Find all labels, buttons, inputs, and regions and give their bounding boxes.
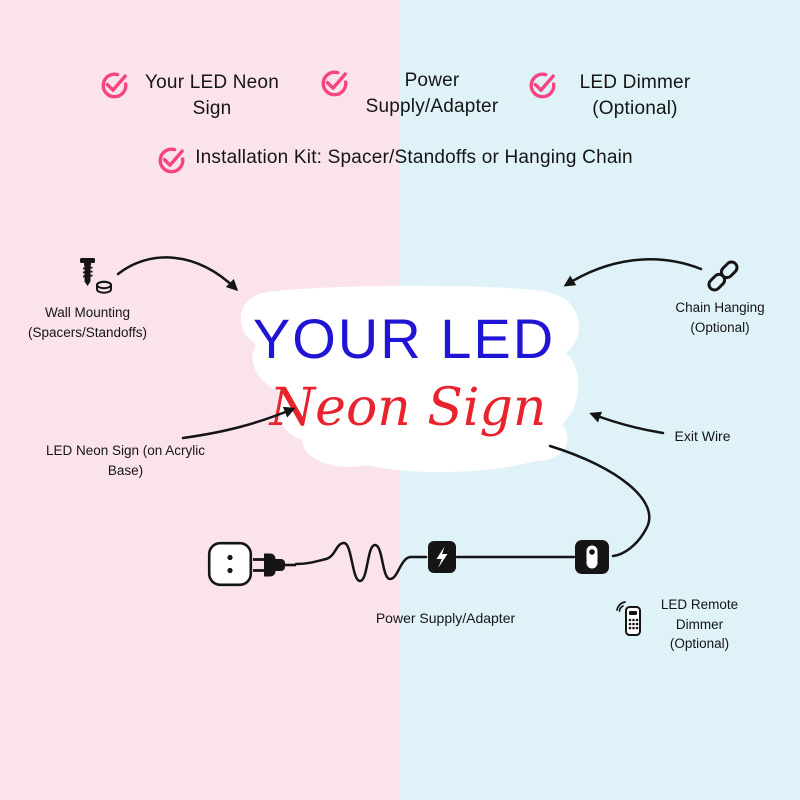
inline-dimmer-icon bbox=[573, 538, 611, 576]
chain-link-icon bbox=[703, 256, 743, 296]
checklist-item-neon-sign: Your LED Neon Sign bbox=[98, 70, 287, 121]
screw-standoff-icon bbox=[76, 256, 112, 296]
callout-led-neon-sign: LED Neon Sign (on Acrylic Base) bbox=[45, 443, 206, 478]
checklist-item-installation-kit: Installation Kit: Spacer/Standoffs or Ha… bbox=[155, 145, 634, 175]
check-icon bbox=[101, 72, 128, 99]
callout-exit-wire: Exit Wire bbox=[674, 428, 731, 444]
callout-chain-hanging: Chain Hanging (Optional) bbox=[675, 300, 765, 335]
check-icon bbox=[529, 72, 556, 99]
callout-power-supply: Power Supply/Adapter bbox=[375, 610, 516, 626]
sign-text-line2: Neon Sign bbox=[269, 378, 547, 438]
callout-wall-mounting: Wall Mounting (Spacers/Standoffs) bbox=[27, 305, 148, 340]
checklist-item-power-supply: Power Supply/Adapter bbox=[318, 68, 507, 119]
checklist-label: LED Dimmer (Optional) bbox=[579, 72, 691, 119]
power-plug-icon bbox=[252, 549, 296, 581]
callout-led-remote-dimmer: LED Remote Dimmer (Optional) bbox=[660, 597, 739, 652]
sign-text-line1: YOUR LED bbox=[252, 307, 556, 370]
check-icon bbox=[321, 70, 348, 97]
sign-acrylic-blob bbox=[240, 285, 579, 473]
remote-control-icon bbox=[616, 600, 646, 638]
check-icon bbox=[158, 147, 185, 174]
checklist-label: Your LED Neon Sign bbox=[145, 72, 279, 119]
checklist-item-led-dimmer: LED Dimmer (Optional) bbox=[526, 70, 705, 121]
wall-outlet-icon bbox=[207, 541, 253, 587]
checklist-label: Power Supply/Adapter bbox=[365, 70, 499, 117]
power-adapter-icon bbox=[426, 538, 458, 576]
checklist-label: Installation Kit: Spacer/Standoffs or Ha… bbox=[195, 147, 633, 168]
